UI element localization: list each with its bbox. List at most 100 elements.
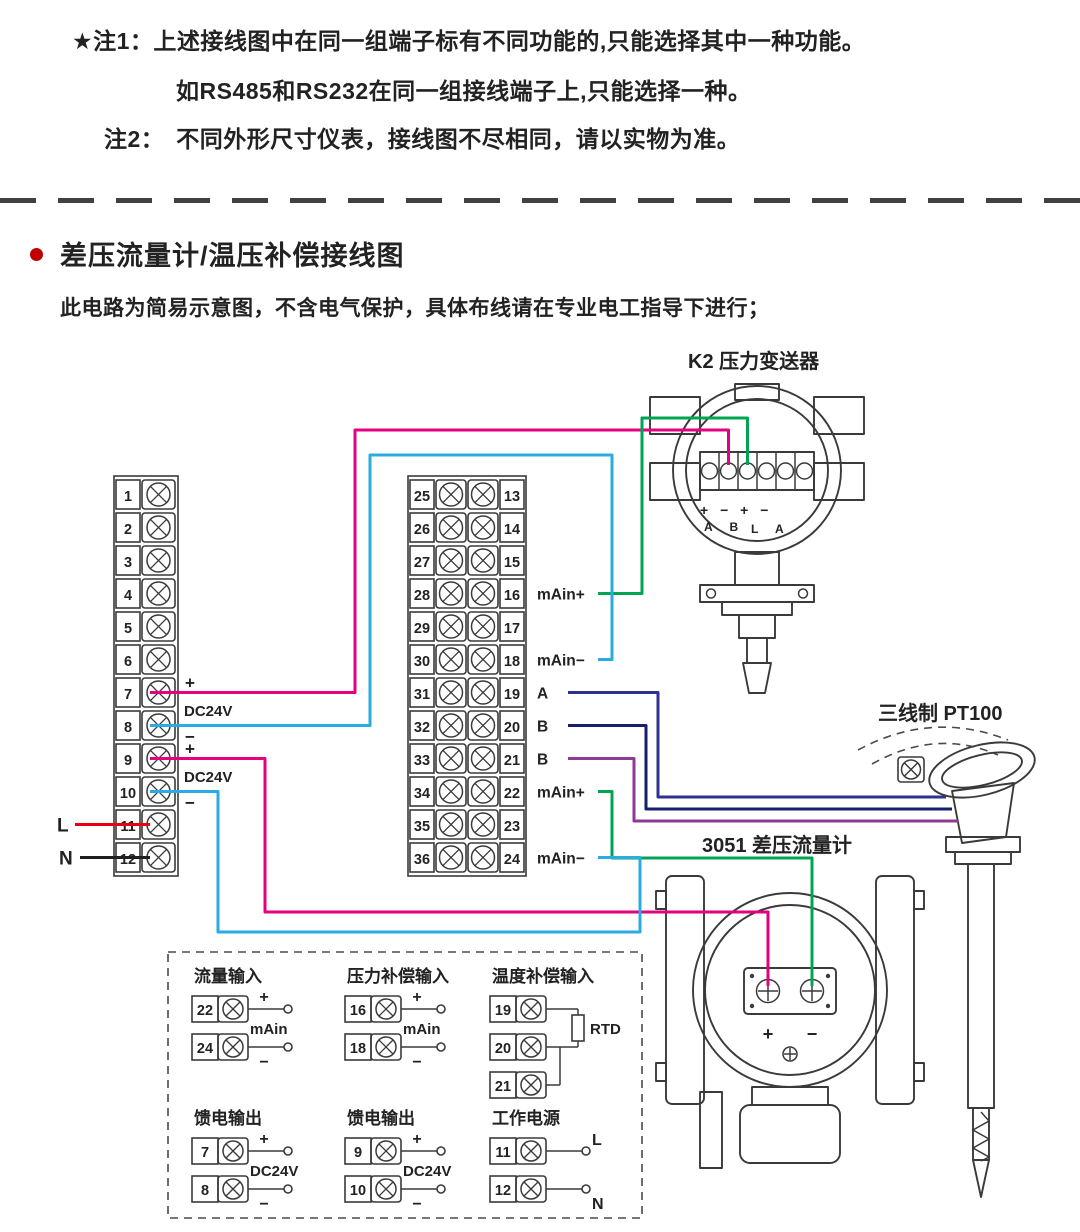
label: mAin+: [537, 587, 585, 604]
terminal-screw-box: [141, 545, 176, 576]
label: 30: [414, 654, 430, 670]
label: N: [592, 1196, 604, 1213]
label: 流量输入: [194, 966, 262, 986]
label: 14: [504, 522, 520, 538]
screw-terminal-icon: [438, 746, 464, 771]
flowmeter-housing-inner: [704, 904, 876, 1076]
flowmeter-bracket: [699, 1091, 723, 1169]
screw-terminal-icon: [375, 998, 397, 1020]
terminal-screw-box: [467, 512, 499, 543]
terminal-number-box: [409, 809, 435, 840]
label: RTD: [590, 1021, 621, 1038]
screw-terminal-icon: [438, 812, 464, 837]
label: 11: [495, 1145, 510, 1161]
label: 9: [354, 1145, 362, 1161]
screw-terminal-icon: [375, 1178, 397, 1200]
screw-terminal-icon: [438, 581, 464, 606]
transmitter-housing: [672, 385, 842, 555]
terminal-number-box: [499, 578, 525, 609]
label: A: [537, 686, 548, 703]
note-2-label: 注2：: [104, 126, 165, 152]
pt100-tip: [972, 1159, 990, 1198]
label: 29: [414, 621, 430, 637]
terminal-screw-box: [435, 710, 467, 741]
label: 8: [124, 720, 132, 736]
label: 18: [350, 1041, 366, 1057]
pt100-probe: [967, 863, 995, 1109]
note-1-label: ★注1：: [72, 28, 154, 54]
label: 5: [124, 621, 132, 637]
screw-terminal-icon: [222, 1036, 244, 1058]
wire-main-minus-to-dc2: [150, 790, 642, 934]
terminal-screw-box: [141, 644, 176, 675]
transmitter-la-label: L A: [751, 522, 791, 536]
terminal-number-box: [409, 842, 435, 873]
screw-terminal-icon: [520, 1140, 542, 1162]
label: DC24V: [184, 703, 232, 720]
screw-terminal-icon: [438, 680, 464, 705]
terminal-screw-box: [467, 776, 499, 807]
terminal-screw-box: [435, 644, 467, 675]
screw-terminal-icon: [222, 1140, 244, 1162]
terminal-number-box: [115, 479, 141, 510]
screw-terminal-icon: [470, 779, 496, 804]
label: 11: [120, 819, 135, 835]
terminal-number-box: [499, 776, 525, 807]
label: +: [185, 674, 195, 693]
label: 22: [504, 786, 520, 802]
terminal-screw-box: [467, 710, 499, 741]
label: 13: [504, 489, 520, 505]
note-2-text: 不同外形尺寸仪表，接线图不尽相同，请以实物为准。: [176, 126, 741, 152]
label: 4: [124, 588, 132, 604]
wire-dc1-plus-to-transmitter: [150, 428, 730, 694]
terminal-screw-box: [467, 611, 499, 642]
label: +: [412, 989, 421, 1006]
label: 12: [120, 852, 136, 868]
terminal-screw-box: [435, 842, 467, 873]
screw-terminal-icon: [520, 1178, 542, 1200]
wire-end-circle: [436, 1004, 446, 1014]
label: 温度补偿输入: [492, 966, 594, 986]
screw-terminal-icon: [470, 746, 496, 771]
label: 3: [124, 555, 132, 571]
label: 7: [124, 687, 132, 703]
screw-terminal-icon: [146, 482, 171, 507]
terminal-screw-box: [467, 545, 499, 576]
wire-dc2-plus-to-flowmeter: [150, 757, 770, 986]
screw-terminal-icon: [146, 647, 171, 672]
pt100-head-inner: [941, 751, 1023, 789]
label: 34: [414, 786, 430, 802]
label: +: [259, 989, 268, 1006]
screw-terminal-icon: [470, 581, 496, 606]
flowmeter-plus-label: +: [763, 1024, 774, 1044]
label: 7: [201, 1145, 209, 1161]
terminal-screw-box: [467, 479, 499, 510]
screw-terminal-icon: [438, 713, 464, 738]
diagram-labels: K2 压力变送器 + − + − A B L A 三线制 PT100 3051 …: [688, 349, 1002, 1044]
label: +: [185, 740, 195, 759]
terminal-screw-box: [467, 743, 499, 774]
terminal-number-box: [115, 644, 141, 675]
label: −: [412, 1054, 421, 1071]
wire-main-minus-to-dc1: [150, 453, 614, 727]
label: 36: [414, 852, 430, 868]
flowmeter-label: 3051 差压流量计: [702, 833, 852, 857]
terminal-screw-box: [435, 611, 467, 642]
dp-flowmeter: [655, 875, 925, 1169]
terminal-number-box: [115, 611, 141, 642]
screw-terminal-icon: [438, 482, 464, 507]
label: N: [59, 849, 73, 870]
label: 6: [124, 654, 132, 670]
io-legend-border: [167, 951, 643, 1219]
wire-end-circle: [436, 1042, 446, 1052]
section-bullet-icon: [30, 248, 43, 261]
label: 17: [504, 621, 520, 637]
label: 21: [495, 1079, 511, 1095]
transmitter-top-cap: [734, 383, 780, 401]
wire-rtd-a: [568, 691, 946, 799]
rtd-resistor: [571, 1014, 585, 1042]
